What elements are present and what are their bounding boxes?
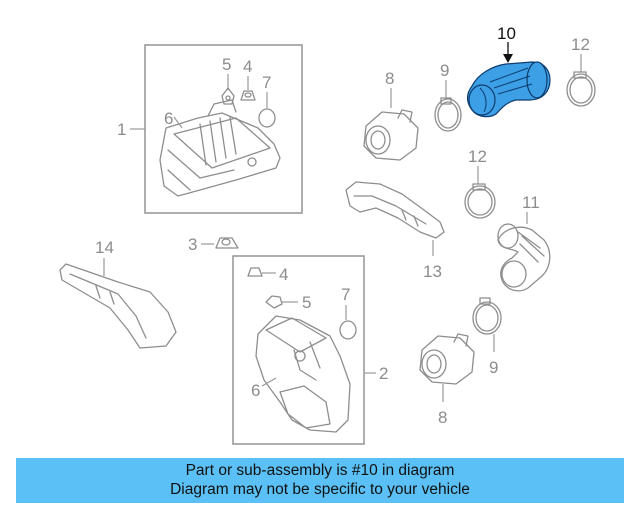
seal-ring-part-7-lower	[339, 320, 357, 340]
air-duct-part-13	[345, 181, 445, 239]
callout-7-upper: 7	[262, 73, 271, 92]
callout-5-lower: 5	[302, 293, 311, 312]
upper-air-cleaner-housing	[159, 99, 281, 197]
clip-part-5-lower	[265, 295, 283, 309]
intake-hose-part-10	[466, 61, 551, 118]
callout-8-upper: 8	[385, 69, 394, 88]
callout-10: 10	[497, 24, 516, 43]
callout-11: 11	[522, 193, 540, 212]
callout-3: 3	[188, 235, 197, 254]
callout-7-lower: 7	[341, 285, 350, 304]
callout-14: 14	[95, 238, 114, 257]
callout-9-lower: 9	[489, 358, 498, 377]
mount-part-3	[215, 237, 239, 249]
air-duct-part-14	[59, 263, 177, 349]
clamp-part-9-upper	[434, 97, 462, 132]
callout-2: 2	[379, 364, 388, 383]
banner-line-1: Part or sub-assembly is #10 in diagram	[185, 462, 455, 479]
callout-13: 13	[423, 262, 442, 281]
callout-9-upper: 9	[440, 61, 449, 80]
callout-6-upper: 6	[164, 109, 173, 128]
callout-4-lower: 4	[279, 265, 288, 284]
callout-4-upper: 4	[243, 57, 252, 76]
callout-8-lower: 8	[438, 408, 447, 427]
callout-6-lower: 6	[251, 381, 260, 400]
intake-hose-part-11	[497, 223, 551, 292]
callout-1: 1	[117, 120, 126, 139]
meter-part-8-upper	[363, 109, 419, 161]
callout-12-upper: 12	[571, 35, 590, 54]
grommet-part-4-upper	[240, 90, 256, 101]
clamp-part-12-upper	[566, 71, 596, 107]
parts-diagram: 1 6 5 4 7 2 6 4 5 7	[59, 24, 596, 445]
grommet-part-4-lower	[247, 267, 263, 277]
seal-ring-part-7-upper	[258, 108, 276, 128]
clip-part-5-upper	[221, 87, 235, 105]
clamp-part-9-lower	[472, 297, 502, 335]
clamp-part-12-lower	[464, 183, 496, 219]
lower-assembly-box	[232, 255, 365, 445]
callout-12-lower: 12	[468, 147, 487, 166]
meter-part-8-lower	[419, 333, 475, 385]
info-banner: Part or sub-assembly is #10 in diagram D…	[16, 458, 624, 503]
lower-air-cleaner-housing	[255, 315, 351, 433]
banner-line-2: Diagram may not be specific to your vehi…	[170, 481, 470, 498]
callout-5-upper: 5	[222, 55, 231, 74]
